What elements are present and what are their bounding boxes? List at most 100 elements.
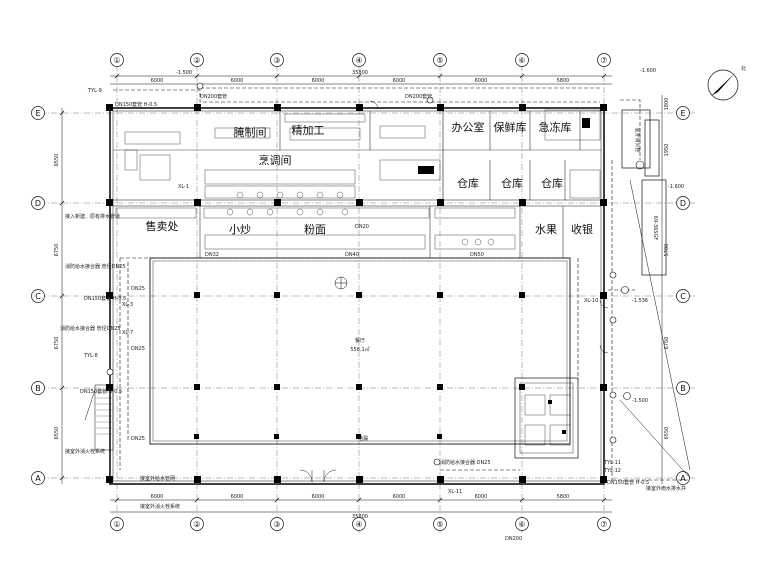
axis-col-7-top: ⑦ <box>600 56 607 65</box>
note-bottom-1: 接室外给水管网 <box>140 475 175 482</box>
room-warehouse-3: 仓库 <box>541 176 563 190</box>
pipe-dn25-c: DN25 <box>131 436 145 442</box>
pipe-tyl8: TYL-8 <box>83 353 98 359</box>
room-dining-area: 558.1㎡ <box>350 346 369 353</box>
axis-row-b-right: B <box>680 384 686 393</box>
room-preparation: 腌制间 <box>234 125 267 139</box>
room-fresh-storage: 保鲜库 <box>494 120 527 134</box>
axis-col-2-bottom: ② <box>193 520 200 529</box>
room-cooking: 烹调间 <box>259 153 292 167</box>
pipe-dn25-b: DN25 <box>131 346 145 352</box>
pipe-dn150-top: DN150套管 H-0.5 <box>115 101 157 108</box>
room-sales: 售卖处 <box>146 219 179 233</box>
room-freezer: 急冻库 <box>539 120 572 134</box>
dim-left-3: 6750 <box>54 337 60 350</box>
axis-col-4-top: ④ <box>355 56 362 65</box>
dim-bottom-6: 5800 <box>557 494 570 500</box>
dim-bottom-1: 6000 <box>151 494 164 500</box>
room-warehouse-1: 仓库 <box>457 176 479 190</box>
room-noodle: 粉面 <box>304 223 326 236</box>
bottom-road-label: DN200 <box>505 536 522 542</box>
pipe-xl11: XL-11 <box>448 489 462 495</box>
dim-top-total: 35800 <box>352 70 368 76</box>
axis-col-3-bottom: ③ <box>273 520 280 529</box>
axis-col-2-top: ② <box>193 56 200 65</box>
axis-row-b-left: B <box>35 384 41 393</box>
pipe-dn150-right: DN150套管 H-0.5 <box>607 479 649 486</box>
note-bottom-2: 接室外消火栓系统 <box>140 503 180 510</box>
pipe-dn200-bot: DN200套管 <box>405 93 432 100</box>
pipe-dn32: DN32 <box>205 252 219 258</box>
dim-top-3: 6000 <box>312 78 325 84</box>
room-fine-processing: 精加工 <box>292 124 325 137</box>
axis-col-3-top: ③ <box>273 56 280 65</box>
pipe-dn200-top: DN200套管 <box>200 93 227 100</box>
equipment-fills <box>418 118 590 434</box>
dim-bottom-5: 6000 <box>475 494 488 500</box>
north-label: 北 <box>741 65 746 72</box>
axis-col-5-bottom: ⑤ <box>436 520 443 529</box>
dimension-lines <box>59 73 663 513</box>
dim-bottom-total: 35800 <box>352 514 368 520</box>
pipe-dn50: DN50 <box>470 252 484 258</box>
compass-marker <box>334 276 348 290</box>
dim-bottom-3: 6000 <box>312 494 325 500</box>
pipe-xl3: XL-3 <box>122 302 133 308</box>
note-left-2: 消防给水接合器 管径DN25 <box>65 263 126 270</box>
dim-right-1: 1800 <box>664 98 670 111</box>
note-right-block: 室外消火栓 <box>634 127 641 152</box>
dim-top-1: 6000 <box>151 78 164 84</box>
dim-left-2: 6750 <box>54 244 60 257</box>
axis-col-6-bottom: ⑥ <box>518 520 525 529</box>
dim-right-5: 6550 <box>664 427 670 440</box>
note-bottom-mid: 消防给水接合器 DN25 <box>440 459 491 466</box>
pipe-xl7: XL-7 <box>122 330 133 336</box>
note-right-bottom: 接室外雨水排水井 <box>646 485 686 492</box>
pipe-dn25-a: DN25 <box>131 286 145 292</box>
axis-row-e-left: E <box>35 109 40 118</box>
stair-left <box>96 391 112 435</box>
room-office: 办公室 <box>452 120 485 134</box>
level-1: -1.500 <box>176 70 192 76</box>
axis-row-e-right: E <box>680 109 685 118</box>
dim-top-6: 5800 <box>557 78 570 84</box>
pipe-xl10: XL-10 <box>584 298 598 304</box>
dim-top-5: 6000 <box>475 78 488 84</box>
axis-col-7-bottom: ⑦ <box>600 520 607 529</box>
axis-row-a-right: A <box>680 474 686 483</box>
note-left-4: 接室外消火栓系统 <box>65 448 105 455</box>
dim-top-2: 6000 <box>231 78 244 84</box>
room-warehouse-2: 仓库 <box>501 176 523 190</box>
dim-right-4: 6750 <box>664 337 670 350</box>
external-pipes <box>84 179 691 479</box>
dim-left-1: 6550 <box>54 154 60 167</box>
axis-row-d-left: D <box>35 199 41 208</box>
kitchen-equipment <box>115 109 601 446</box>
pipe-tyl11: TYL-11 <box>603 460 621 466</box>
dim-right-3: 5700 <box>664 244 670 257</box>
room-fruit: 水果 <box>535 223 557 236</box>
axis-row-c-right: C <box>680 292 686 301</box>
valves <box>106 82 645 466</box>
doors <box>299 100 609 483</box>
pipe-xl1: XL-1 <box>178 184 189 190</box>
level-3: -1.536 <box>632 298 648 304</box>
note-left-3: 消防给水接合器 管径DN25 <box>60 325 121 332</box>
level-2: -1.600 <box>668 184 684 190</box>
axis-col-1-bottom: ① <box>113 520 120 529</box>
level-4: -1.500 <box>632 398 648 404</box>
pipe-dn150-mid: DN150套管 H-0.5 <box>84 295 126 302</box>
axis-row-c-left: C <box>35 292 41 301</box>
room-stir-fry: 小炒 <box>229 223 251 236</box>
pipe-tyl9: TYL-9 <box>87 88 102 94</box>
level-5: -1.600 <box>640 68 656 74</box>
note-drain: 地漏 <box>358 435 368 442</box>
axis-col-5-top: ⑤ <box>436 56 443 65</box>
axis-col-6-top: ⑥ <box>518 56 525 65</box>
dim-right-2: 1950 <box>664 144 670 157</box>
north-arrow <box>707 69 739 101</box>
axis-row-a-left: A <box>35 474 41 483</box>
pipe-tyl12: TYL-12 <box>603 468 621 474</box>
axis-col-1-top: ① <box>113 56 120 65</box>
